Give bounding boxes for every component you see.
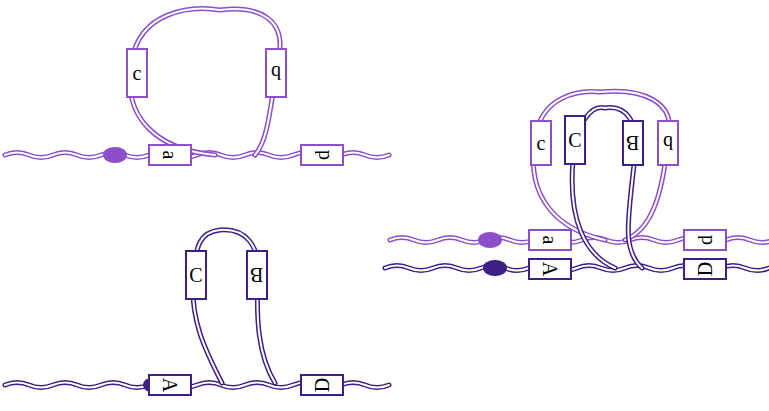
paired-chromatids — [385, 91, 769, 270]
centromere — [478, 232, 502, 248]
gene-segment-box: A — [528, 258, 572, 280]
gene-segment-box: b — [265, 48, 287, 98]
gene-segment-box: C — [185, 250, 207, 300]
gene-segment-box: a — [148, 144, 192, 166]
gene-label: A — [540, 262, 560, 276]
gene-segment-box: a — [528, 229, 572, 251]
gene-segment-box: B — [622, 120, 644, 166]
gene-segment-box: d — [683, 229, 727, 251]
gene-label: b — [663, 133, 673, 153]
gene-segment-box: A — [148, 374, 192, 396]
gene-label: D — [312, 378, 332, 392]
gene-label: b — [271, 63, 281, 83]
gene-label: B — [626, 133, 639, 153]
gene-segment-box: b — [657, 120, 679, 166]
gene-label: C — [568, 130, 581, 150]
gene-label: A — [160, 378, 180, 392]
centromere — [103, 147, 127, 163]
gene-label: d — [695, 235, 715, 245]
gene-label: D — [695, 262, 715, 276]
gene-segment-box: C — [564, 115, 586, 165]
gene-label: d — [312, 150, 332, 160]
gene-label: B — [250, 265, 263, 285]
gene-label: a — [160, 151, 180, 160]
centromere — [483, 260, 507, 276]
gene-segment-box: D — [683, 258, 727, 280]
gene-segment-box: c — [530, 120, 552, 166]
gene-label: a — [540, 236, 560, 245]
gene-label: C — [189, 265, 202, 285]
chromatid-dark — [5, 230, 389, 388]
gene-segment-box: c — [126, 48, 148, 98]
chromatid-light — [5, 9, 389, 158]
gene-segment-box: B — [246, 250, 268, 300]
gene-segment-box: d — [300, 144, 344, 166]
gene-label: c — [537, 133, 546, 153]
gene-segment-box: D — [300, 374, 344, 396]
gene-label: c — [133, 63, 142, 83]
